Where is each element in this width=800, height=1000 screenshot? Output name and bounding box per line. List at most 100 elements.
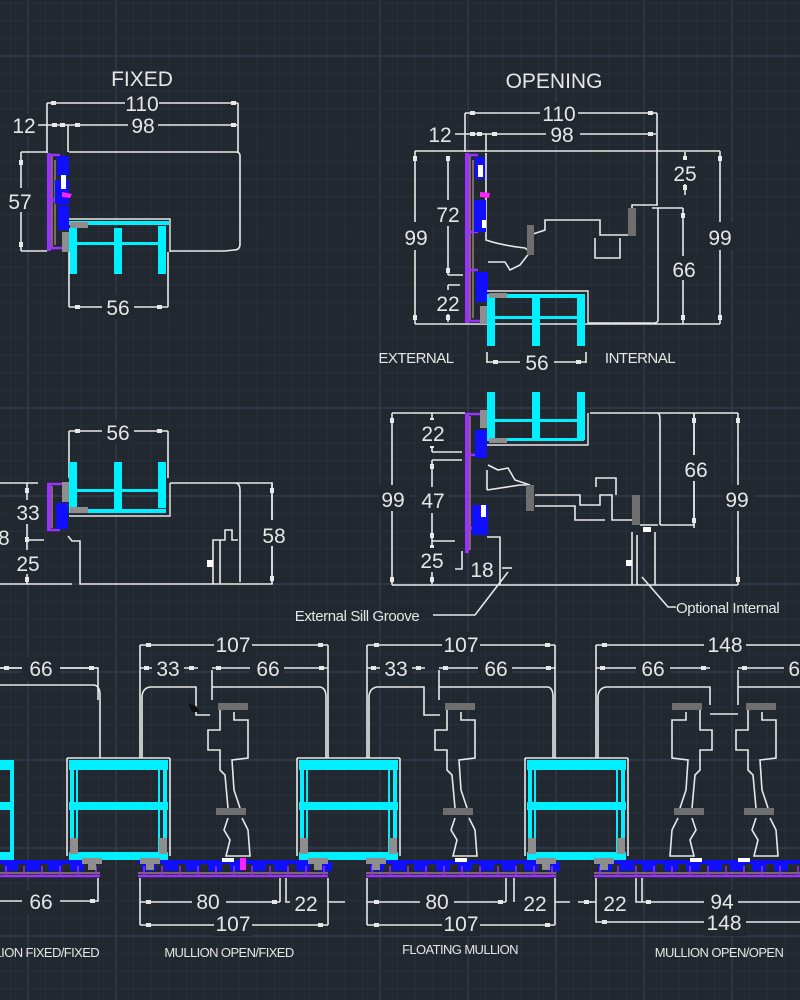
moo-dim-94: 94 xyxy=(710,891,734,914)
mof-gasket-foot-left xyxy=(140,858,160,870)
moo-sash-profile-left xyxy=(669,703,713,857)
moo-dim-148-top: 148 xyxy=(707,634,742,657)
moo-dim-148-bottom: 148 xyxy=(706,912,741,935)
opening-sill-dim-99-right: 99 xyxy=(725,489,748,512)
mullion-open-fixed-caption: MULLION OPEN/FIXED xyxy=(164,945,294,960)
mullion-open-open-caption: MULLION OPEN/OPEN xyxy=(655,945,784,960)
moo-white-clip-2 xyxy=(738,858,750,862)
mof-base-profile xyxy=(138,860,332,878)
mullion-dimension-labels: 66 66 107 33 66 80 22 107 107 33 66 80 2… xyxy=(22,632,800,936)
fm-dim-107-top: 107 xyxy=(443,634,478,657)
fm-dim-66: 66 xyxy=(484,658,507,681)
fixed-sill-dim-58: 58 xyxy=(262,525,285,548)
moo-gasket-foot xyxy=(594,858,614,870)
mof-sash-profile xyxy=(207,703,251,857)
moo-frame-outline xyxy=(597,670,800,758)
opening-dim-56: 56 xyxy=(525,352,548,375)
fm-dim-107-bottom: 107 xyxy=(443,913,478,936)
mff-glass-left-bottom xyxy=(0,852,14,860)
mff-dim-top-66: 66 xyxy=(29,658,52,681)
opening-head-glazing-unit xyxy=(487,290,589,346)
floating-mullion-caption: FLOATING MULLION xyxy=(402,942,518,957)
optional-internal-callout: Optional Internal xyxy=(676,600,779,617)
fm-gasket-foot-left xyxy=(366,858,386,870)
fm-sash-profile xyxy=(434,703,478,857)
external-sill-groove-callout: External Sill Groove xyxy=(295,608,420,625)
fixed-sill-profile xyxy=(47,482,69,532)
moo-dim-66-right: 66 xyxy=(788,658,800,681)
mof-dim-107-bottom: 107 xyxy=(215,913,250,936)
moo-dim-66-left: 66 xyxy=(641,658,664,681)
opening-dim-98: 98 xyxy=(550,124,573,147)
opening-sill-dim-66: 66 xyxy=(684,459,707,482)
opening-head-section: OPENING 110 12 98 99 99 72 22 25 xyxy=(378,70,738,375)
fixed-dim-57: 57 xyxy=(8,191,31,214)
opening-dim-99-right: 99 xyxy=(708,227,731,250)
mof-black-marker xyxy=(188,703,200,712)
mof-dim-66: 66 xyxy=(256,658,279,681)
opening-dim-22: 22 xyxy=(436,293,459,316)
mff-frame-outline xyxy=(0,667,101,758)
fixed-sill-section: 56 33 25 8 58 xyxy=(0,420,290,585)
opening-title: OPENING xyxy=(506,70,603,93)
mof-dim-107-top: 107 xyxy=(215,634,250,657)
opening-dim-99-left: 99 xyxy=(404,227,427,250)
fm-glazing-unit xyxy=(524,757,629,860)
opening-sill-dim-99-left: 99 xyxy=(381,489,404,512)
moo-sash-profile-right xyxy=(735,703,779,857)
mff-glass-left xyxy=(0,760,14,770)
mff-dim-tick xyxy=(90,899,95,903)
fm-dim-33: 33 xyxy=(384,658,407,681)
moo-dim-22: 22 xyxy=(603,893,626,916)
mof-dim-22: 22 xyxy=(294,893,317,916)
moo-dim-148-line xyxy=(595,644,800,758)
mof-frame-outline xyxy=(141,670,327,758)
fixed-dim-110: 110 xyxy=(125,93,158,116)
mof-dim-80: 80 xyxy=(196,891,219,914)
fixed-head-section: FIXED 110 12 98 57 xyxy=(6,68,241,320)
mof-white-clip xyxy=(222,858,234,862)
opening-dim-12: 12 xyxy=(428,124,451,147)
mff-glass-left-edge xyxy=(10,760,14,856)
fixed-sill-dim-56: 56 xyxy=(106,422,129,445)
mff-base-profile xyxy=(0,860,100,878)
fm-dim-80: 80 xyxy=(425,891,448,914)
opening-sill-dim-18: 18 xyxy=(470,559,493,582)
fixed-sill-glazing-unit xyxy=(69,462,171,517)
opening-dim-66: 66 xyxy=(672,259,695,282)
fixed-title: FIXED xyxy=(111,68,173,91)
fixed-head-glazing-unit xyxy=(69,218,171,274)
fixed-sill-dim-33: 33 xyxy=(16,502,39,525)
fm-base-profile xyxy=(366,860,560,878)
fixed-dim-12: 12 xyxy=(12,115,35,138)
mff-glass-left-mid xyxy=(0,802,14,810)
opening-dim-25: 25 xyxy=(673,163,696,186)
opening-dim-110: 110 xyxy=(542,103,575,126)
mof-glazing-unit xyxy=(296,757,401,860)
opening-sill-dim-22: 22 xyxy=(421,423,444,446)
mullion-fixed-fixed-caption: MULLION FIXED/FIXED xyxy=(0,945,99,960)
mof-dim-33: 33 xyxy=(156,658,179,681)
opening-sill-dim-25: 25 xyxy=(420,550,443,573)
opening-dim-72: 72 xyxy=(436,204,459,227)
fixed-head-profile xyxy=(47,153,72,252)
opening-sill-section: 99 99 22 47 25 18 66 xyxy=(295,392,780,625)
fm-dim-22: 22 xyxy=(523,893,546,916)
fm-frame-outline xyxy=(368,670,554,758)
internal-label: INTERNAL xyxy=(605,350,675,367)
fixed-sill-dim-partial: 8 xyxy=(0,527,10,550)
mof-magenta-clip xyxy=(240,858,246,870)
opening-sill-glazing-unit xyxy=(487,392,589,446)
fm-white-clip xyxy=(455,858,467,862)
fm-gasket-foot-right xyxy=(536,858,556,870)
mullion-sections xyxy=(0,643,800,927)
opening-sill-dim-47: 47 xyxy=(421,490,444,513)
moo-white-clip-1 xyxy=(690,858,702,862)
mff-dim-bottom-66: 66 xyxy=(29,891,52,914)
mof-gasket-foot-right xyxy=(308,858,328,870)
fixed-sill-dim-25: 25 xyxy=(16,553,39,576)
mff-glazing-unit-right xyxy=(66,757,171,860)
external-label: EXTERNAL xyxy=(378,350,453,367)
opening-sill-profile xyxy=(465,410,488,553)
